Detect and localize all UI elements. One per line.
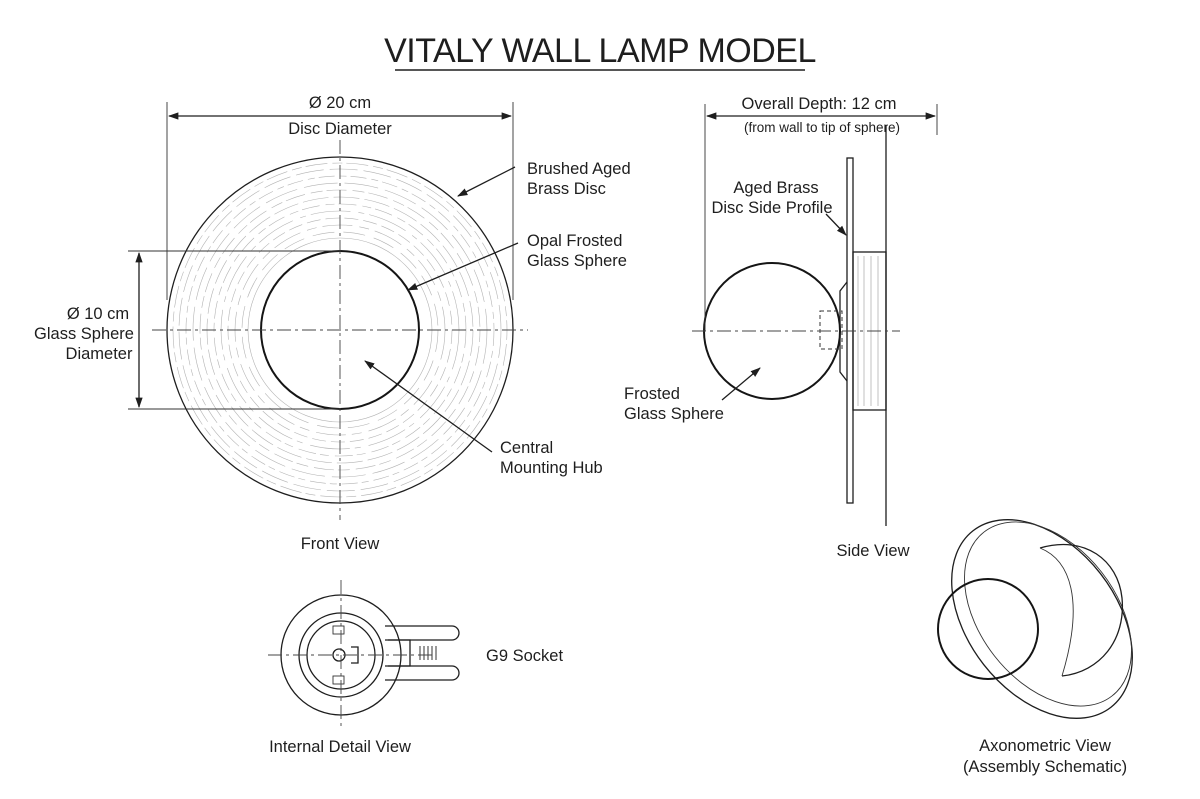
callout-brass-disc: Brushed Aged Brass Disc bbox=[457, 160, 631, 198]
drawing-title: VITALY WALL LAMP MODEL bbox=[384, 32, 816, 71]
sphere-collar bbox=[839, 281, 848, 382]
axo-hub bbox=[1039, 543, 1124, 677]
sphere-diameter-label-2: Diameter bbox=[66, 345, 133, 363]
socket-top-contact bbox=[332, 625, 345, 635]
side-view: Overall Depth: 12 cm (from wall to tip o… bbox=[624, 95, 938, 560]
svg-text:Glass Sphere: Glass Sphere bbox=[624, 405, 724, 423]
svg-text:Brass Disc: Brass Disc bbox=[527, 180, 606, 198]
svg-text:Mounting Hub: Mounting Hub bbox=[500, 459, 603, 477]
overall-depth-dimension: Overall Depth: 12 cm (from wall to tip o… bbox=[704, 95, 938, 331]
callout-opal-sphere: Opal Frosted Glass Sphere bbox=[407, 232, 627, 291]
disc-diameter-dimension: Ø 20 cm Disc Diameter bbox=[166, 94, 514, 300]
sphere-diameter-dimension: Ø 10 cm Glass Sphere Diameter bbox=[34, 250, 340, 410]
svg-text:Opal Frosted: Opal Frosted bbox=[527, 232, 622, 250]
axo-caption-2: (Assembly Schematic) bbox=[963, 758, 1127, 776]
callout-disc-profile: Aged Brass Disc Side Profile bbox=[711, 179, 847, 236]
svg-text:Disc Side Profile: Disc Side Profile bbox=[711, 199, 832, 217]
socket-bottom-contact bbox=[332, 675, 345, 685]
detail-view-caption: Internal Detail View bbox=[269, 738, 411, 756]
svg-text:Aged Brass: Aged Brass bbox=[733, 179, 818, 197]
sphere-diameter-label-1: Glass Sphere bbox=[34, 325, 134, 343]
g9-socket-pins bbox=[385, 625, 460, 681]
internal-detail-view: G9 Socket Internal Detail View bbox=[268, 580, 563, 756]
disc-side-profile bbox=[846, 157, 854, 504]
svg-text:Brushed Aged: Brushed Aged bbox=[527, 160, 631, 178]
side-view-caption: Side View bbox=[836, 542, 909, 560]
socket-key bbox=[351, 646, 359, 664]
title-text: VITALY WALL LAMP MODEL bbox=[384, 32, 816, 70]
sphere-diameter-value: Ø 10 cm bbox=[67, 305, 129, 323]
axo-disc-edge bbox=[964, 521, 1132, 707]
g9-socket-label: G9 Socket bbox=[486, 647, 563, 665]
front-view: Ø 20 cm Disc Diameter Ø 10 cm Glass Sphe… bbox=[34, 94, 631, 553]
callout-frosted-sphere: Frosted Glass Sphere bbox=[624, 367, 761, 423]
axo-brass-disc bbox=[951, 519, 1133, 719]
hidden-socket-outline bbox=[819, 310, 843, 350]
svg-text:Central: Central bbox=[500, 439, 553, 457]
svg-text:Glass Sphere: Glass Sphere bbox=[527, 252, 627, 270]
axo-hub-edge bbox=[1039, 547, 1074, 677]
axo-caption-1: Axonometric View bbox=[979, 737, 1111, 755]
front-view-caption: Front View bbox=[301, 535, 380, 553]
svg-text:Frosted: Frosted bbox=[624, 385, 680, 403]
depth-value: Overall Depth: 12 cm bbox=[742, 95, 897, 113]
disc-diameter-value: Ø 20 cm bbox=[309, 94, 371, 112]
axonometric-view: Axonometric View (Assembly Schematic) bbox=[937, 519, 1133, 776]
disc-diameter-label: Disc Diameter bbox=[288, 120, 392, 138]
depth-note: (from wall to tip of sphere) bbox=[744, 120, 900, 135]
axo-glass-sphere bbox=[937, 578, 1039, 680]
callout-mounting-hub: Central Mounting Hub bbox=[364, 360, 603, 477]
